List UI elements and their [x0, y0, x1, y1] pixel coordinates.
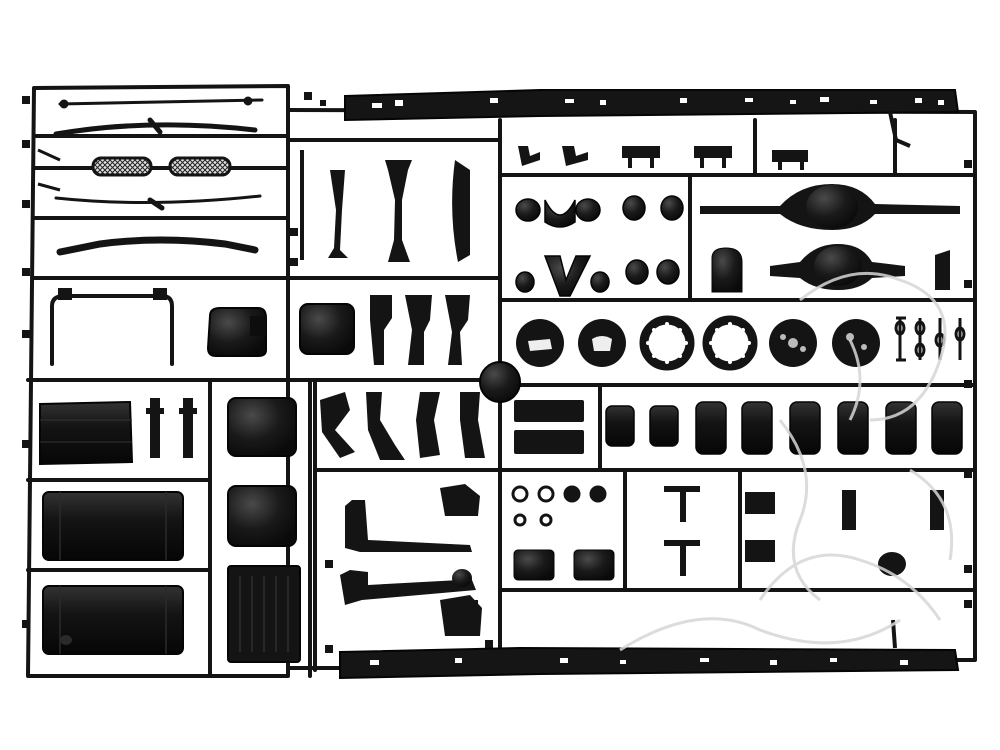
fender-bracket: [711, 247, 950, 293]
leaf-spring-hangers: [370, 295, 470, 365]
spring-shackles: [320, 392, 485, 460]
air-dryer-cylinders: [513, 549, 615, 581]
small-latches: [518, 146, 808, 170]
steering-rods: [53, 96, 264, 256]
step-box: [39, 400, 134, 466]
seat-frame-wire: [50, 288, 174, 366]
pedal-box-parts: [664, 486, 944, 576]
runner-gates: [22, 92, 972, 653]
spring-brackets: [300, 150, 470, 262]
chassis-rail-top: [344, 89, 960, 148]
brake-drums: [605, 401, 963, 455]
mirror-housing: [299, 303, 355, 355]
battery-covers: [227, 397, 301, 663]
radiator-grille-left: [91, 156, 153, 177]
fuel-tank-lower: [42, 585, 184, 655]
brake-discs: [516, 315, 880, 371]
chassis-rail-bottom: [339, 619, 960, 680]
radiator-grille-right: [168, 156, 232, 177]
shock-absorber-links: [894, 316, 966, 362]
sprue-center-knob: [479, 361, 521, 403]
sprue-frame: [26, 84, 977, 678]
air-bag-suspension-set: [515, 195, 684, 297]
wheel-hub-ring: [639, 315, 695, 371]
torque-rods: [340, 484, 482, 636]
valve-rings: [511, 485, 607, 527]
air-tank-boxes: [514, 400, 584, 454]
wheel-hub-ring: [702, 315, 758, 371]
watermark-logo: [619, 271, 954, 652]
small-brackets-left: [146, 398, 197, 458]
fuel-tank-upper: [42, 491, 184, 561]
battery-box: [206, 307, 267, 357]
